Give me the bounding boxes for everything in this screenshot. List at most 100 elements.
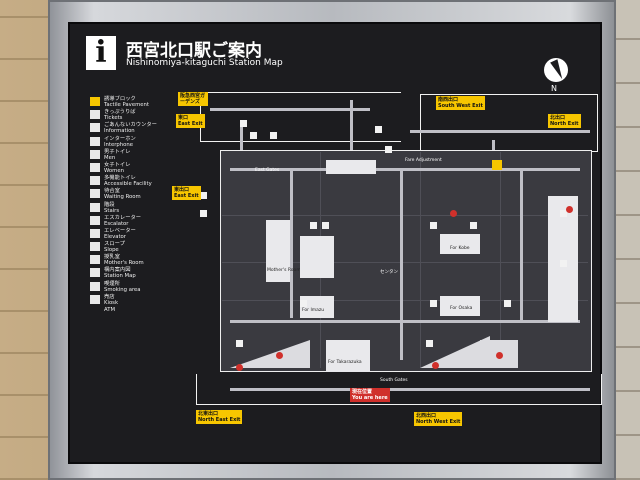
- south-gates-label: South Gates: [380, 378, 408, 383]
- legend-en: Stairs: [104, 207, 120, 214]
- men-icon: [270, 132, 277, 139]
- legend-jp: インターホン: [104, 135, 136, 142]
- tactile-route: [210, 108, 370, 111]
- platform-label: For Takarazuka: [328, 360, 362, 365]
- legend-en: ATM: [104, 307, 116, 313]
- south-west-exit-en: South West Exit: [438, 103, 483, 109]
- grid-line: [500, 152, 501, 368]
- legend-en: Elevator: [104, 233, 126, 240]
- platform-block-kobe: [440, 234, 480, 254]
- legend-en: Station Map: [104, 273, 136, 280]
- tactile-route: [410, 130, 590, 133]
- grid-line: [222, 215, 588, 216]
- kiosk-icon: [90, 294, 100, 304]
- legend-en: Slope: [104, 247, 119, 254]
- north-east-exit-jp: 北東出口: [198, 411, 219, 417]
- upper-wall: [200, 92, 401, 142]
- tactile-icon: [90, 97, 100, 106]
- elevator-icon: [90, 228, 100, 238]
- stairs-icon: [90, 202, 100, 212]
- platform-label: For Imazu: [302, 308, 325, 313]
- men-icon: [90, 149, 100, 159]
- legend-en: Mother's Room: [104, 260, 144, 267]
- legend-jp: エスカレーター: [104, 214, 142, 221]
- center-label: センタン: [380, 270, 398, 275]
- legend-jp: 多機能トイレ: [104, 175, 136, 182]
- mothers-room-label: Mother's Room: [267, 268, 301, 273]
- legend-en: Accessible Facility: [104, 181, 152, 188]
- escalator-icon: [90, 215, 100, 225]
- escalator-icon: [322, 222, 329, 229]
- mothers-room-icon: [90, 255, 100, 265]
- north-west-exit-en: North West Exit: [416, 419, 461, 425]
- legend-en: Tickets: [104, 115, 123, 122]
- platform-label: For Kobe: [450, 246, 470, 251]
- legend-jp: エレベーター: [104, 227, 136, 234]
- east-gates-label: East Gates: [255, 168, 280, 173]
- stairs-icon: [310, 222, 317, 229]
- escalator-icon: [240, 120, 247, 127]
- platform-block-right: [548, 196, 578, 322]
- legend-jp: 階段: [104, 201, 115, 208]
- compass-icon: [544, 58, 568, 82]
- tactile-route: [290, 168, 293, 318]
- women-icon: [375, 126, 382, 133]
- accessible-icon: [90, 176, 100, 186]
- legend-jp: 喫煙所: [104, 280, 120, 287]
- escalator-icon: [200, 210, 207, 217]
- legend-jp: 授乳室: [104, 254, 120, 261]
- tactile-route: [240, 120, 243, 150]
- legend-en: Women: [104, 167, 124, 174]
- elevator-icon: [385, 146, 392, 153]
- platform-block-takarazuka: [326, 340, 370, 372]
- slope-icon: [90, 242, 100, 252]
- platform-block-imazu: [300, 296, 334, 318]
- tactile-route: [350, 100, 353, 160]
- women-icon: [90, 162, 100, 172]
- escalator-icon: [470, 222, 477, 229]
- hankyu-gardens-sign: 阪急西宮ガーデンズ: [178, 92, 208, 106]
- info-icon: i: [86, 36, 116, 70]
- north-exit-en: North Exit: [550, 121, 579, 127]
- legend-en: Tactile Pavement: [104, 102, 149, 108]
- grid-line: [420, 152, 421, 368]
- no-entry-icon: [432, 362, 439, 369]
- hankyu-gardens-label: 阪急西宮ガーデンズ: [180, 93, 206, 105]
- stairs-icon: [560, 210, 567, 217]
- grid-line: [222, 300, 588, 301]
- elevator-icon: [300, 300, 307, 307]
- no-entry-icon: [276, 352, 283, 359]
- legend-en: Men: [104, 154, 116, 161]
- you-are-here-jp: 現在位置: [352, 389, 373, 395]
- east-exit-top-en: East Exit: [178, 121, 203, 127]
- compass-label: N: [551, 84, 557, 93]
- elevator-icon: [236, 340, 243, 347]
- legend-jp: 誘導ブロック: [104, 96, 136, 102]
- tactile-route: [400, 170, 403, 360]
- grid-line: [222, 262, 588, 263]
- no-entry-icon: [450, 210, 457, 217]
- tactile-route: [230, 320, 580, 323]
- legend-jp: 売店: [104, 293, 115, 300]
- legend-jp: きっぷうりば: [104, 109, 136, 116]
- legend-en: Smoking area: [104, 286, 141, 293]
- legend-jp: 構内案内図: [104, 267, 131, 274]
- no-entry-icon: [496, 352, 503, 359]
- gate-block: [326, 160, 376, 174]
- north-east-exit-en: North East Exit: [198, 417, 241, 423]
- atm-icon: [90, 308, 100, 317]
- legend-en: Interphone: [104, 141, 134, 148]
